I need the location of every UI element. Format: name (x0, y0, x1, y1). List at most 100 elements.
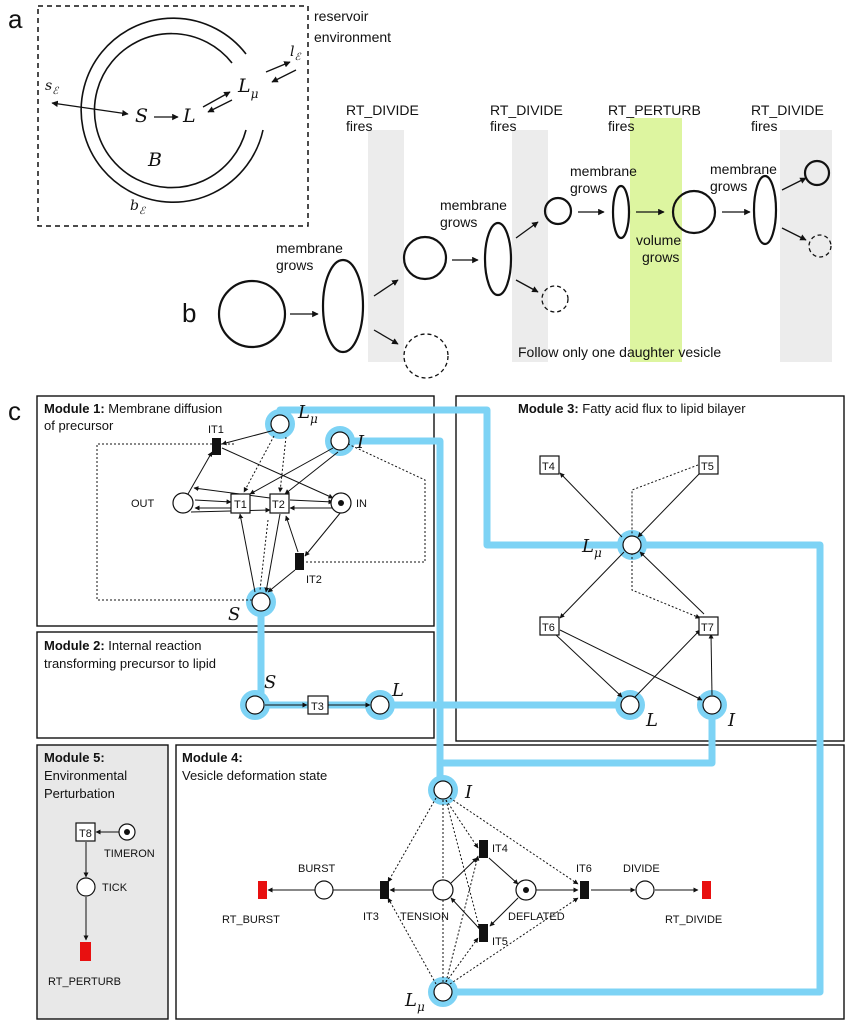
label-rt-perturb: RT_PERTURB (48, 976, 121, 988)
module2-net: T3 S L (245, 672, 404, 715)
arrow-b2b (373, 329, 399, 345)
membrane-grows-2a: membrane (440, 197, 507, 213)
B-label: B (147, 149, 162, 171)
m1-arc-t2-out (193, 486, 271, 499)
module3-box (455, 395, 845, 742)
membrane-grows-2b: grows (440, 214, 477, 230)
place-lmu-m4 (433, 982, 453, 1002)
arrow-Lmu-L (207, 99, 233, 113)
arrow-b8a (781, 177, 807, 191)
perturb-band (630, 118, 682, 362)
arrow-b8b (781, 227, 807, 241)
label-rt-burst: RT_BURST (222, 914, 280, 926)
m4-arc-it5-tension (450, 897, 478, 927)
b-env-label: bℰ (130, 198, 146, 217)
vesicle-6 (611, 184, 631, 240)
event-3-line1: RT_PERTURB (608, 102, 701, 118)
module3-title: Module 3: Fatty acid flux to lipid bilay… (518, 401, 746, 416)
arrow-lenv-Lmu (271, 69, 297, 83)
transition-it2 (295, 553, 304, 570)
vesicle-4 (483, 221, 513, 297)
m3-arc-t5-lmu (637, 472, 701, 538)
l-env-label: lℰ (290, 44, 301, 63)
divide-band-2 (512, 130, 548, 362)
label-it6: IT6 (576, 863, 592, 875)
m1-arc-S-t1 (238, 513, 256, 593)
panel-a-letter: a (8, 4, 23, 34)
transition-it3 (380, 881, 389, 899)
volume-grows-b: grows (642, 249, 679, 265)
panel-c-letter: c (8, 396, 21, 426)
vesicle-3 (402, 235, 448, 281)
m1-arc-out-it1 (187, 451, 213, 495)
label-it2: IT2 (306, 574, 322, 586)
m1-arc-I-t1 (249, 447, 334, 495)
label-t3: T3 (311, 701, 324, 713)
place-divide (635, 880, 655, 900)
m4-arc-tension-it4 (450, 857, 478, 884)
label-out: OUT (131, 498, 155, 510)
arrow-b4b (515, 279, 539, 293)
link-I-m1-m4 (340, 437, 444, 790)
place-burst (314, 880, 334, 900)
S-label: S (135, 105, 148, 127)
halo-Lmu-m1 (265, 409, 295, 439)
label-lmu-m3: Lμ (581, 536, 602, 560)
place-timeron-token (124, 829, 130, 835)
place-deflated-token (523, 887, 529, 893)
halo-L-m3 (615, 690, 645, 720)
transition-it4 (479, 840, 488, 858)
arrow-b2a (373, 279, 399, 297)
label-in: IN (356, 498, 367, 510)
membrane-grows-4a: membrane (710, 161, 777, 177)
module5-net: T8 TIMERON TICK RT_PERTURB (48, 822, 155, 988)
m1-arc-Lmu-it1 (221, 429, 276, 446)
module2-title: Module 2: Internal reaction (44, 638, 202, 653)
m1-arc-it1-in (221, 447, 334, 499)
label-it3: IT3 (363, 911, 379, 923)
m3-arc-l-t7 (634, 629, 701, 698)
module4-title-2: Vesicle deformation state (182, 768, 327, 783)
vesicle-9 (803, 159, 831, 187)
label-timeron: TIMERON (104, 848, 155, 860)
module5-title-3: Perturbation (44, 786, 115, 801)
place-i-m1 (330, 431, 350, 451)
vesicle-8 (752, 174, 778, 246)
m1-arc-it2-t2 (285, 515, 299, 553)
place-i-m3 (702, 695, 722, 715)
label-t7: T7 (701, 622, 714, 634)
L-label: L (182, 105, 196, 127)
m1-dotted-t2-S (259, 519, 269, 591)
label-t5: T5 (701, 461, 714, 473)
place-in-token (338, 500, 344, 506)
m3-arc-t6-l (554, 633, 623, 698)
module1-title: Module 1: Membrane diffusion (44, 401, 222, 416)
label-i-m4: I (464, 782, 473, 803)
arrow-Lmu-lenv (265, 61, 291, 73)
place-s-m2 (245, 695, 265, 715)
transition-rt-perturb (80, 942, 91, 961)
label-rt-divide: RT_DIVIDE (665, 914, 722, 926)
module1-box (36, 395, 435, 627)
event-4-line2: fires (751, 118, 777, 134)
label-it1: IT1 (208, 424, 224, 436)
event-1-line1: RT_DIVIDE (346, 102, 419, 118)
module5-title-2: Environmental (44, 768, 127, 783)
m4-dotted-from-i (387, 797, 579, 985)
label-tick: TICK (102, 882, 128, 894)
s-env-label: sℰ (45, 78, 59, 97)
follow-note: Follow only one daughter vesicle (518, 344, 721, 360)
transition-it1 (212, 438, 221, 455)
membrane-grows-1b: grows (276, 257, 313, 273)
m1-arc-t2-S (264, 513, 281, 593)
transition-t3 (307, 695, 329, 715)
m1-arc-t2-in (289, 499, 334, 505)
arrow-senv-S (51, 100, 129, 117)
transition-it5 (479, 924, 488, 942)
label-l-m3: L (645, 710, 658, 731)
label-burst: BURST (298, 863, 336, 875)
place-s-m1 (251, 592, 271, 612)
place-l-m2 (370, 695, 390, 715)
panel-b-letter: b (182, 298, 196, 328)
module2-box (36, 631, 435, 739)
